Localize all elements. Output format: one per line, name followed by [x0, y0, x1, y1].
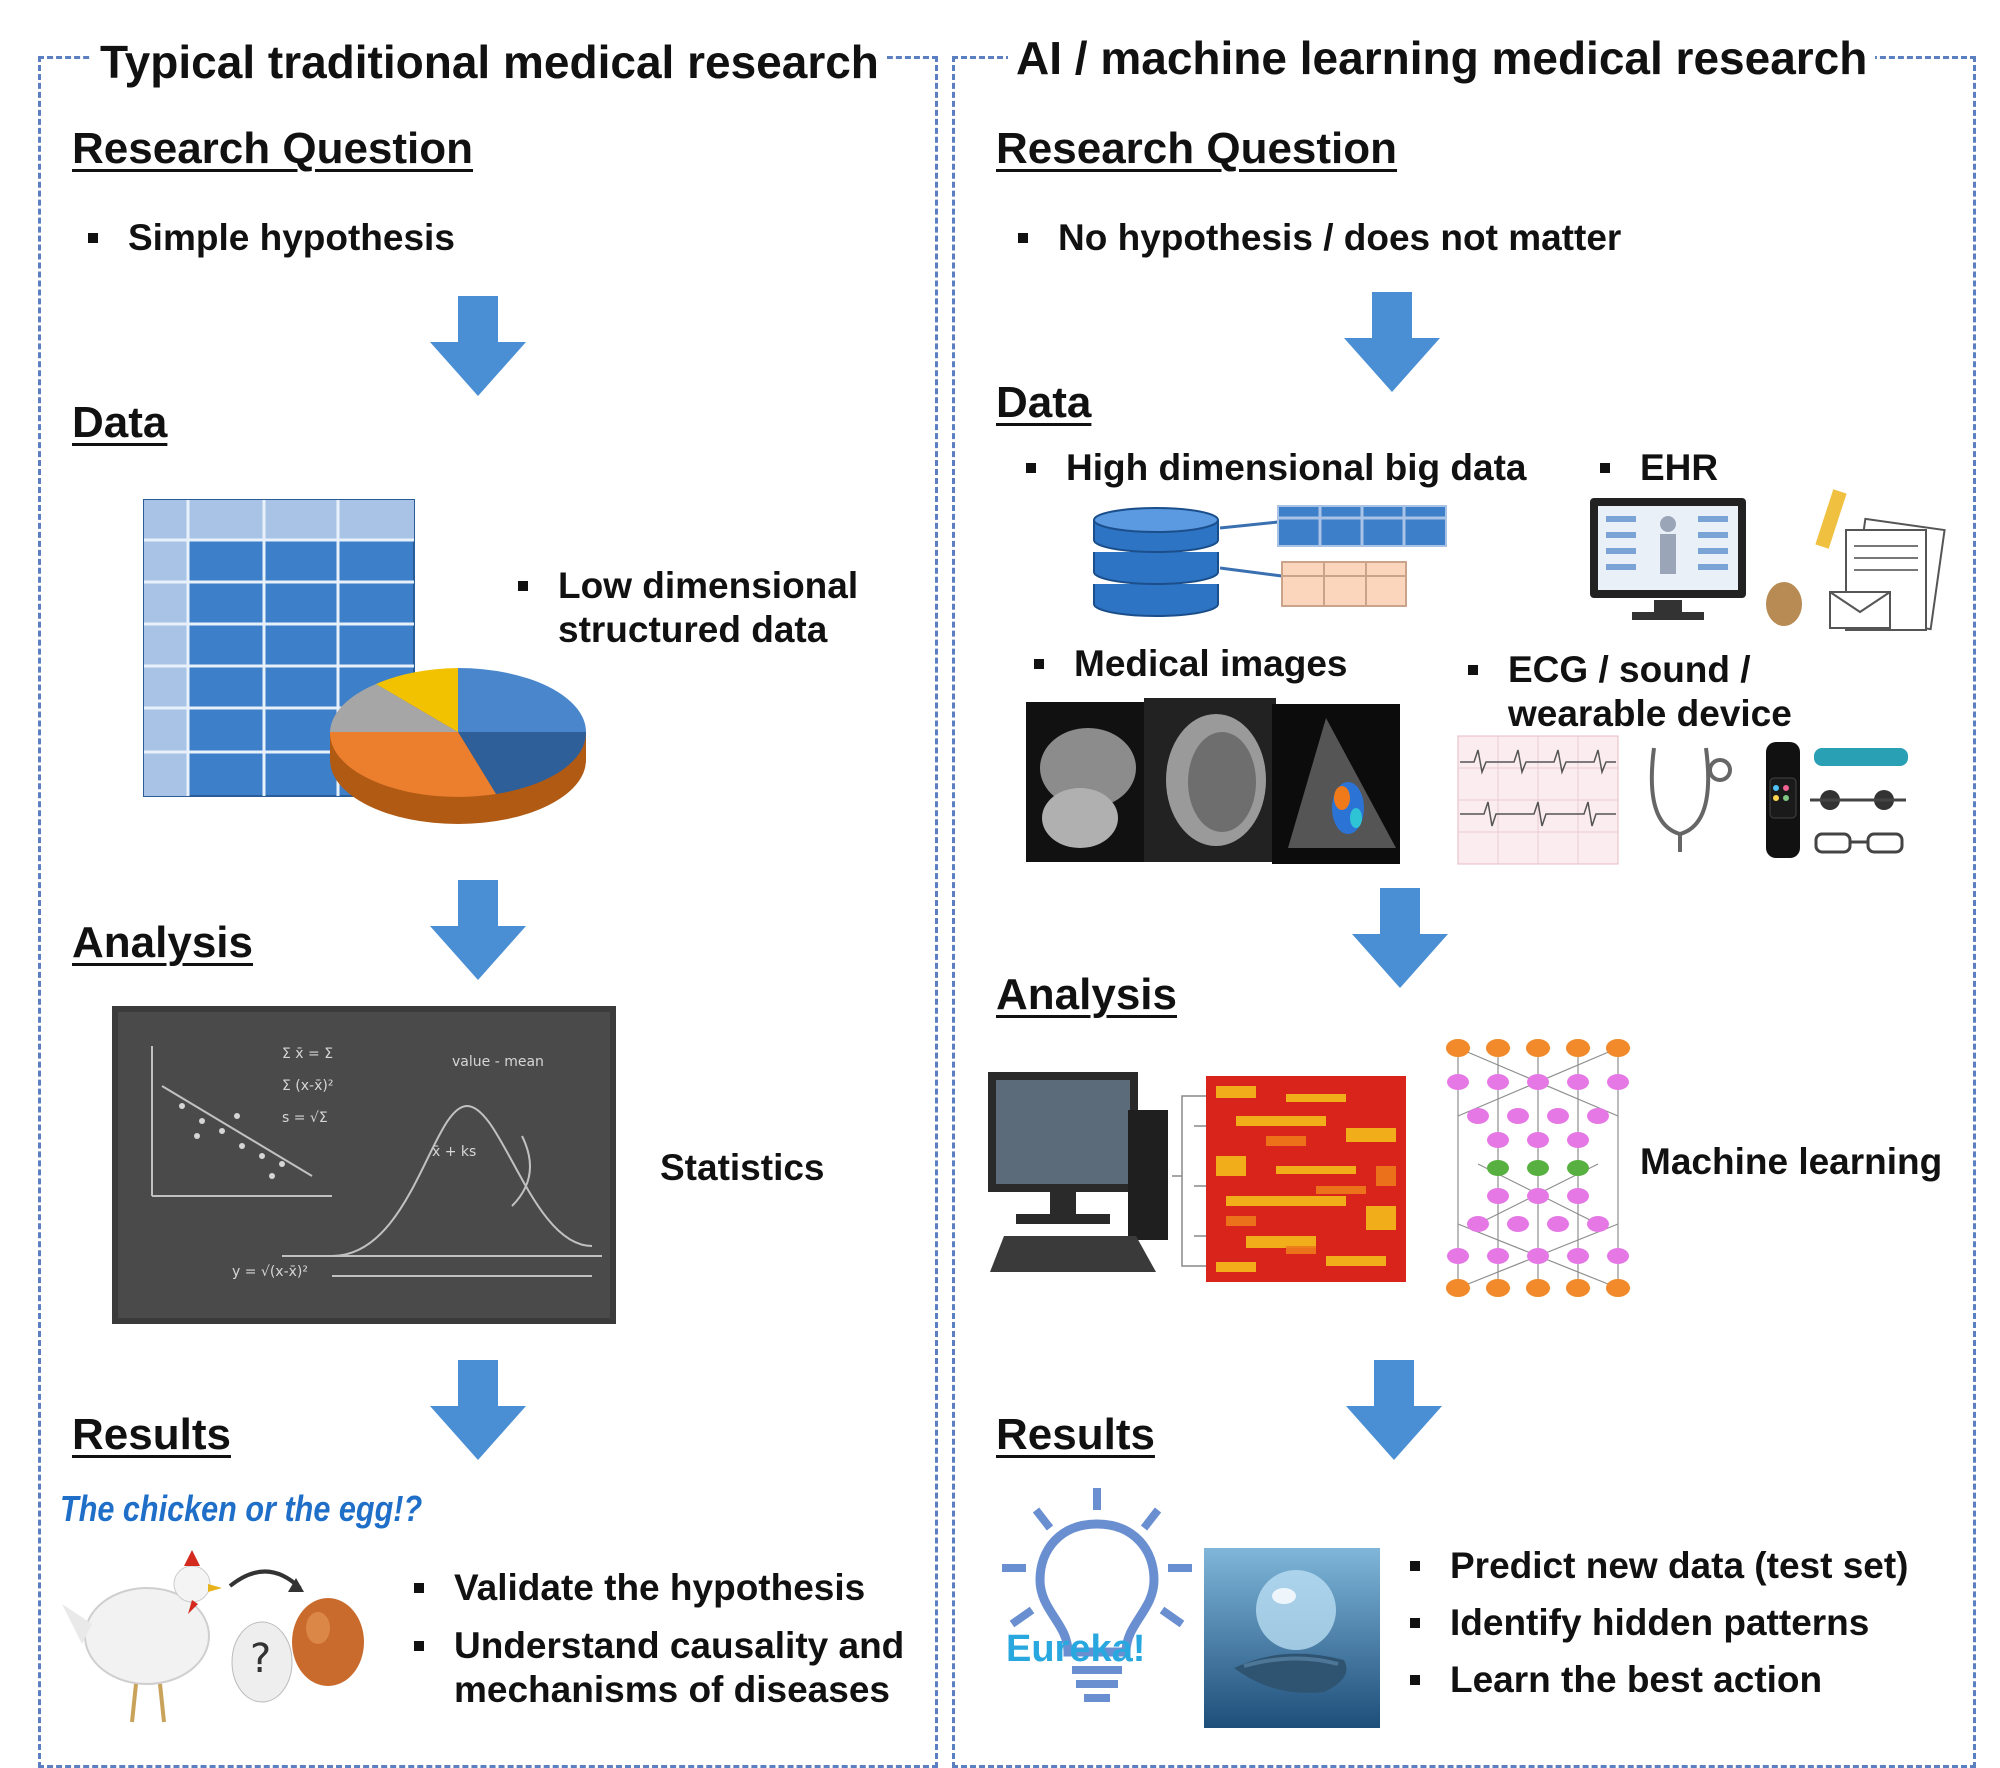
computer-heatmap-icon [988, 1072, 1406, 1282]
left-research-question-heading: Research Question [72, 124, 474, 173]
right-data-heading: Data [996, 378, 1092, 427]
low-dimensional-bullet: Low dimensional [517, 565, 859, 606]
lightbulb-icon [1002, 1488, 1192, 1702]
chalkboard-statistics-image: Σ x̄ = Σ Σ (x-x̄)² s = √Σ value - mean x̄ +… [112, 1006, 616, 1324]
svg-text:x̄ + ks: x̄ + ks [432, 1144, 476, 1160]
medical-images-picture [1026, 698, 1400, 864]
eureka-label: Eureka! [1006, 1628, 1146, 1670]
left-data-heading: Data [72, 398, 168, 447]
understand-causality-bullet: Understand causality and [413, 1625, 905, 1666]
identify-hidden-patterns-bullet: Identify hidden patterns [1409, 1602, 1870, 1643]
svg-text:Σ (x-x̄)²: Σ (x-x̄)² [282, 1078, 333, 1094]
ecg-stethoscope-wearable-icon [1457, 735, 1908, 865]
svg-text:Σ x̄ = Σ: Σ x̄ = Σ [282, 1046, 333, 1062]
ecg-wearable-bullet-line2: wearable device [1508, 693, 1792, 734]
machine-learning-label: Machine learning [1640, 1141, 1943, 1182]
chicken-egg-tagline: The chicken or the egg!? [60, 1488, 423, 1529]
right-research-question-heading: Research Question [996, 124, 1398, 173]
learn-best-action-bullet: Learn the best action [1409, 1659, 1823, 1700]
right-arrow-1 [1344, 292, 1440, 392]
left-question-bullet: Simple hypothesis [88, 217, 455, 258]
ehr-bullet: EHR [1599, 447, 1719, 488]
crystal-ball-hand-image [1204, 1548, 1380, 1728]
left-analysis-heading: Analysis [72, 918, 253, 967]
right-question-bullet: No hypothesis / does not matter [1017, 217, 1622, 258]
left-arrow-2 [430, 880, 526, 980]
svg-text:y = √(x-x̄)²: y = √(x-x̄)² [232, 1264, 308, 1280]
left-arrow-1 [430, 296, 526, 396]
statistics-label: Statistics [660, 1147, 825, 1188]
low-dimensional-bullet-line2: structured data [558, 609, 828, 650]
traditional-panel-title: Typical traditional medical research [92, 34, 887, 90]
svg-text:?: ? [250, 1636, 271, 1682]
right-analysis-heading: Analysis [996, 970, 1177, 1019]
structured-data-table-pie-icon [143, 499, 587, 824]
ehr-monitor-icon [1590, 489, 1946, 631]
ai-panel-title: AI / machine learning medical research [1008, 30, 1876, 86]
predict-new-data-bullet: Predict new data (test set) [1410, 1545, 1909, 1586]
database-icon [1093, 505, 1447, 617]
svg-text:s = √Σ: s = √Σ [282, 1110, 328, 1126]
big-data-bullet: High dimensional big data [1025, 447, 1527, 488]
neural-network-icon [1446, 1039, 1630, 1297]
chicken-egg-illustration: ? [62, 1550, 364, 1723]
left-arrow-3 [430, 1360, 526, 1460]
understand-causality-bullet-line2: mechanisms of diseases [454, 1669, 890, 1710]
right-arrow-3 [1346, 1360, 1442, 1460]
medical-images-bullet: Medical images [1034, 643, 1348, 684]
validate-hypothesis-bullet: Validate the hypothesis [413, 1567, 866, 1608]
left-results-heading: Results [72, 1410, 231, 1459]
svg-text:value - mean: value - mean [452, 1054, 544, 1070]
right-results-heading: Results [996, 1410, 1155, 1459]
right-arrow-2 [1352, 888, 1448, 988]
ecg-wearable-bullet: ECG / sound / [1468, 649, 1751, 690]
